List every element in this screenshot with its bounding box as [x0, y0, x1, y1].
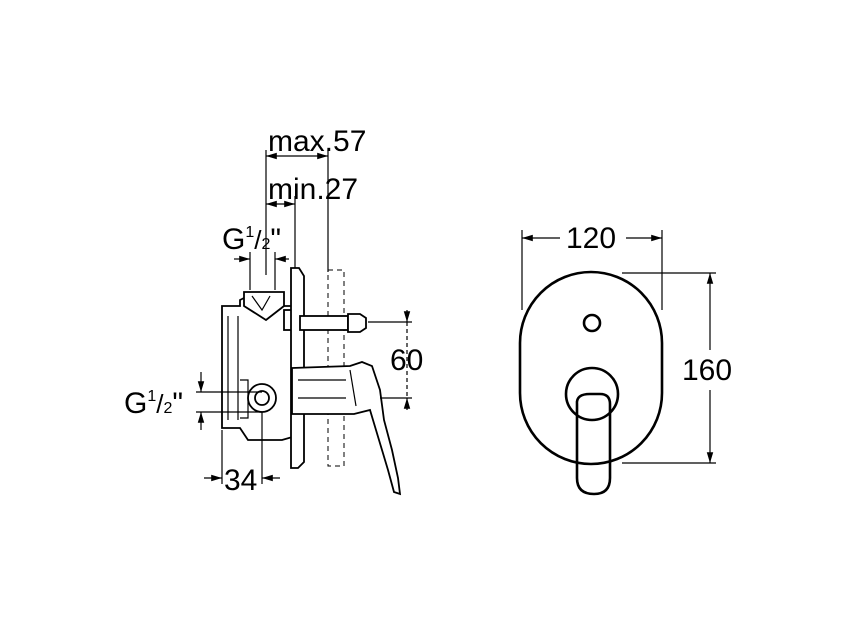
dimension-120: 120: [521, 222, 663, 310]
front-view: 120 160: [518, 222, 732, 496]
dimension-160: 160: [622, 272, 732, 464]
valve-body: [221, 291, 301, 441]
escutcheon-plate: [518, 270, 664, 466]
dimension-max-57: max.57: [266, 125, 366, 160]
label-max-57: max.57: [268, 125, 366, 158]
label-min-27: min.27: [268, 173, 358, 206]
dimension-min-27: min.27: [266, 173, 358, 208]
side-view: max.57 min.27 G1/2": [124, 125, 423, 497]
dimension-60: 60: [368, 310, 423, 410]
svg-text:G1/2": G1/2": [124, 387, 183, 420]
label-34: 34: [224, 464, 257, 497]
label-60: 60: [390, 344, 423, 377]
spindle: [299, 313, 367, 333]
svg-text:G1/2": G1/2": [222, 223, 281, 256]
thread-label-top: G1/2": [222, 223, 289, 290]
lever-handle: [291, 361, 402, 496]
thread-label-bottom: G1/2": [124, 372, 262, 430]
label-120: 120: [566, 222, 616, 255]
label-160: 160: [682, 354, 732, 387]
dimension-34: 34: [204, 412, 280, 497]
handle-front: [564, 366, 620, 496]
